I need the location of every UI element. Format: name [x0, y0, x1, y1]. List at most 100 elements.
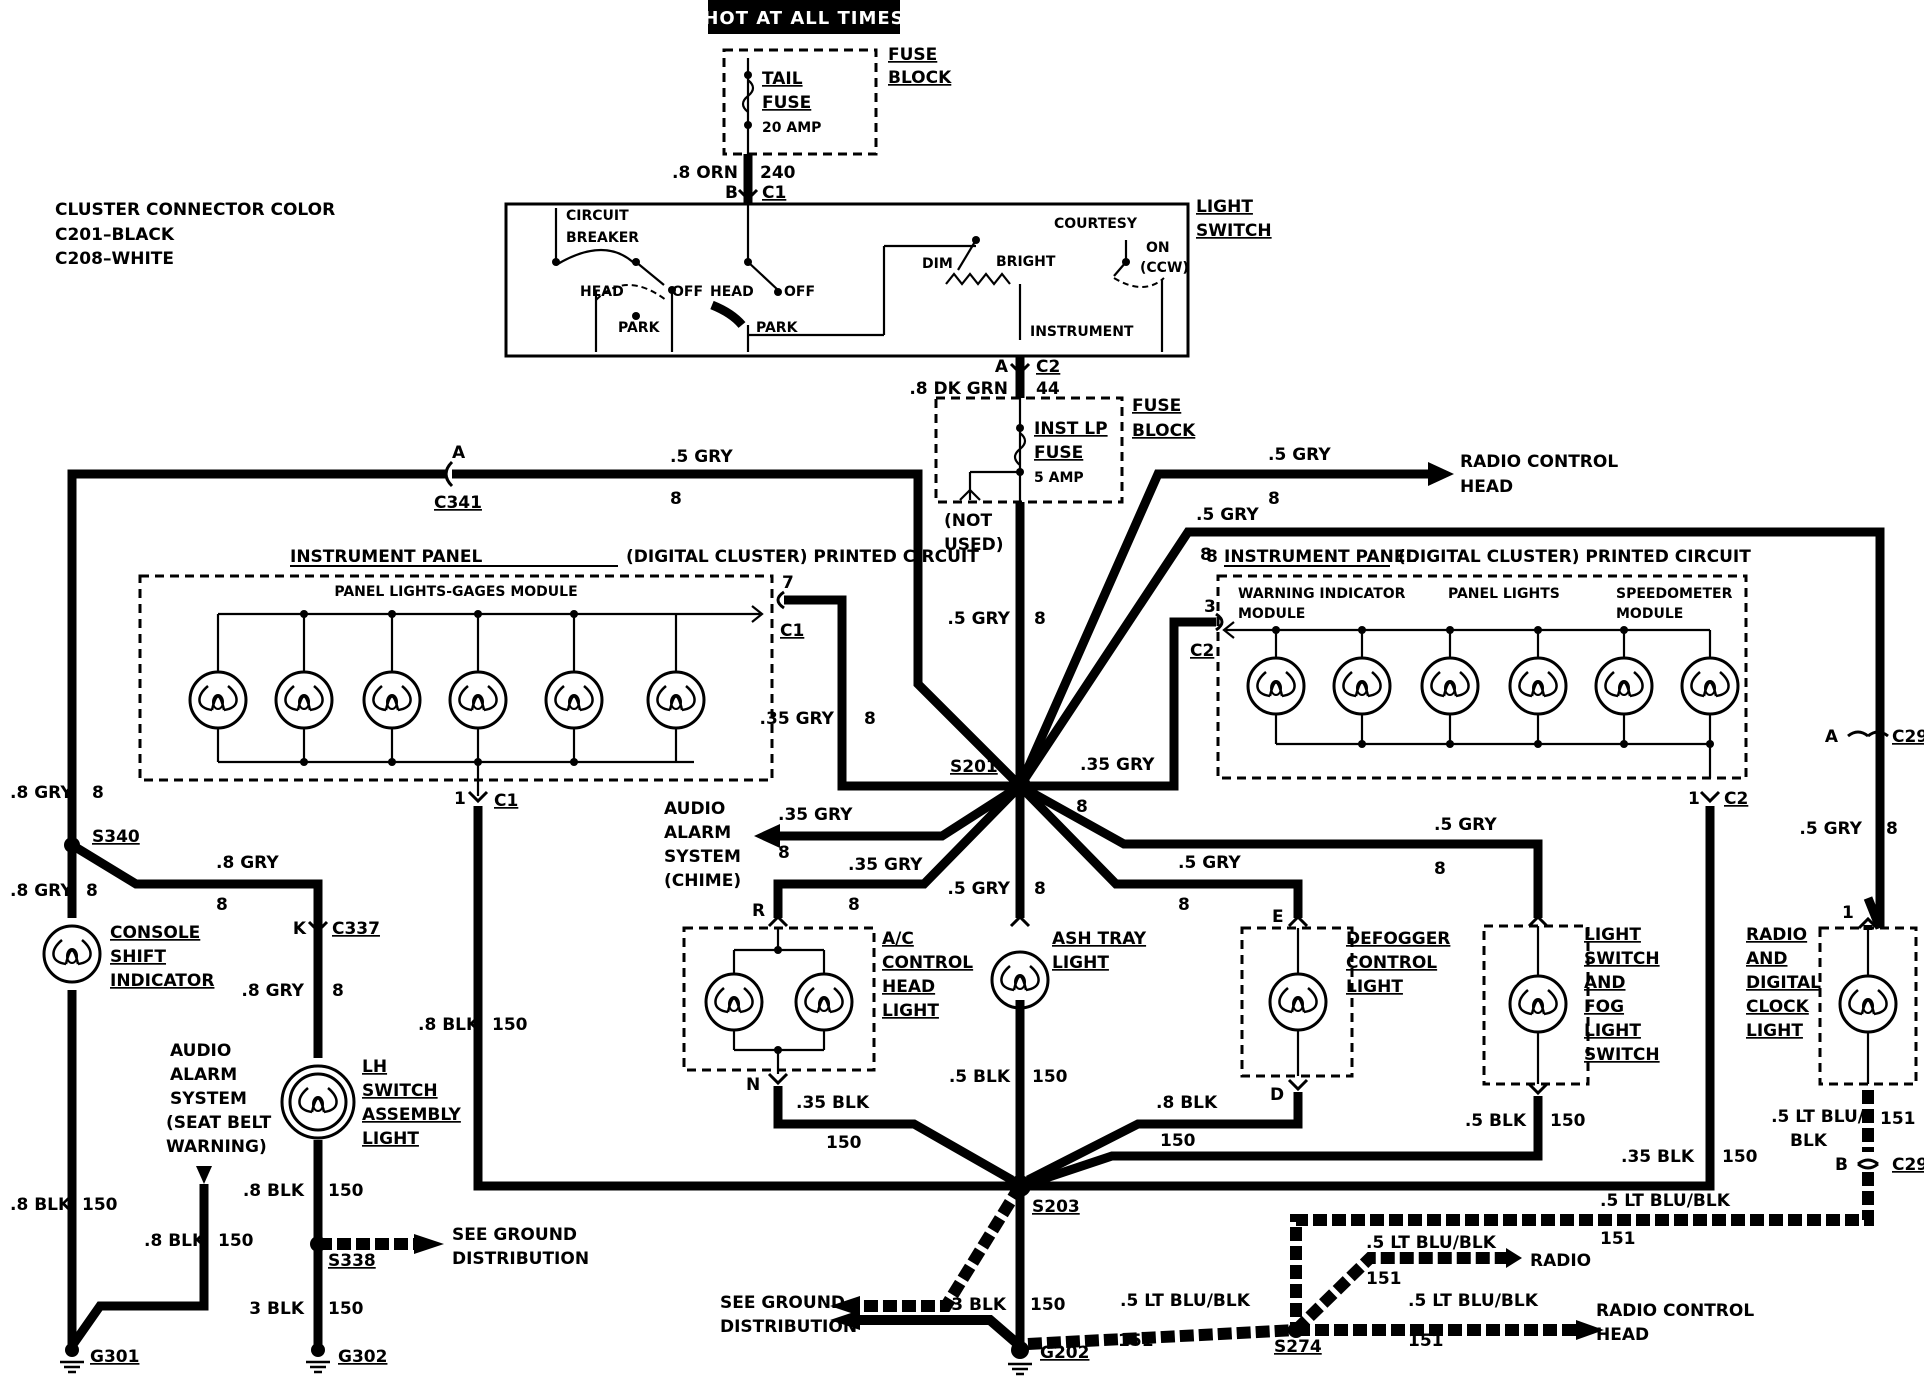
svg-text:BLK: BLK [1790, 1131, 1828, 1151]
svg-text:CONSOLE: CONSOLE [110, 923, 200, 943]
svg-text:SEE GROUND: SEE GROUND [720, 1293, 845, 1313]
g301-ground: G301 [58, 1343, 139, 1374]
svg-text:150: 150 [1550, 1111, 1586, 1131]
svg-text:.5 GRY: .5 GRY [1196, 505, 1259, 525]
svg-text:.8 BLK: .8 BLK [418, 1015, 480, 1035]
svg-text:LIGHT: LIGHT [1052, 953, 1109, 973]
svg-text:C295: C295 [1892, 1155, 1924, 1175]
svg-text:LIGHT: LIGHT [1346, 977, 1403, 997]
svg-text:SWITCH: SWITCH [362, 1081, 438, 1101]
svg-text:RADIO CONTROL: RADIO CONTROL [1460, 452, 1618, 472]
svg-text:INSTRUMENT: INSTRUMENT [1030, 324, 1134, 340]
svg-text:150: 150 [1160, 1131, 1196, 1151]
gray-circuit-wires [67, 469, 1885, 925]
svg-text:C341: C341 [434, 493, 482, 513]
svg-text:COURTESY: COURTESY [1054, 216, 1138, 232]
svg-text:150: 150 [218, 1231, 254, 1251]
s201-splice [1009, 775, 1031, 797]
chime-arrow [754, 824, 780, 848]
svg-text:3 BLK: 3 BLK [249, 1299, 305, 1319]
svg-text:C2: C2 [1724, 789, 1748, 809]
left-gray-wires [67, 841, 323, 1058]
svg-text:R: R [752, 901, 765, 921]
svg-text:150: 150 [82, 1195, 118, 1215]
svg-text:.8 GRY: .8 GRY [241, 981, 304, 1001]
g202-wires [860, 1182, 1026, 1350]
svg-text:AND: AND [1584, 973, 1626, 993]
svg-text:PARK: PARK [618, 320, 661, 336]
svg-text:AUDIO: AUDIO [664, 799, 725, 819]
svg-text:SHIFT: SHIFT [110, 947, 166, 967]
svg-text:8: 8 [1034, 879, 1046, 899]
svg-text:8: 8 [670, 489, 682, 509]
radio-digital-clock-light: RADIO AND DIGITAL CLOCK LIGHT [1746, 925, 1918, 1086]
svg-text:FUSE: FUSE [1034, 443, 1083, 463]
cluster-connector-note: CLUSTER CONNECTOR COLOR C201–BLACK C208–… [55, 200, 335, 269]
radio-control-head-arrow [1428, 462, 1454, 486]
svg-text:S274: S274 [1274, 1337, 1322, 1357]
svg-text:.35 BLK: .35 BLK [1621, 1147, 1695, 1167]
svg-text:RADIO CONTROL: RADIO CONTROL [1596, 1301, 1754, 1321]
console-shift-indicator: CONSOLE SHIFT INDICATOR [42, 923, 214, 991]
hot-at-all-times-label: HOT AT ALL TIMES [703, 0, 904, 34]
svg-text:8: 8 [1076, 797, 1088, 817]
svg-text:.8 DK GRN: .8 DK GRN [909, 379, 1008, 399]
svg-text:WARNING INDICATOR: WARNING INDICATOR [1238, 586, 1406, 602]
svg-text:.5 LT BLU/BLK: .5 LT BLU/BLK [1366, 1233, 1497, 1253]
svg-text:USED): USED) [944, 535, 1004, 555]
svg-text:BREAKER: BREAKER [566, 230, 639, 246]
svg-text:LIGHT: LIGHT [1746, 1021, 1803, 1041]
svg-text:151: 151 [1366, 1269, 1402, 1289]
svg-text:.8 ORN: .8 ORN [672, 163, 738, 183]
svg-text:CONTROL: CONTROL [882, 953, 973, 973]
svg-text:S338: S338 [328, 1251, 376, 1271]
g302-ground: G302 [304, 1343, 387, 1374]
svg-text:150: 150 [1030, 1295, 1066, 1315]
right-cluster-bulbs [1246, 626, 1740, 748]
svg-text:240: 240 [760, 163, 796, 183]
svg-text:.35 GRY: .35 GRY [760, 709, 835, 729]
svg-text:DISTRIBUTION: DISTRIBUTION [720, 1317, 857, 1337]
svg-text:LH: LH [362, 1057, 387, 1077]
svg-text:A: A [452, 443, 466, 463]
svg-text:FUSE: FUSE [888, 45, 937, 65]
svg-text:D: D [1270, 1085, 1284, 1105]
svg-text:.5 GRY: .5 GRY [947, 879, 1010, 899]
svg-text:.5 BLK: .5 BLK [1465, 1111, 1527, 1131]
svg-text:INSTRUMENT PANEL: INSTRUMENT PANEL [1224, 547, 1416, 567]
svg-text:.5 LT BLU/BLK: .5 LT BLU/BLK [1408, 1291, 1539, 1311]
svg-text:S201: S201 [950, 757, 998, 777]
svg-text:HEAD: HEAD [710, 284, 754, 300]
svg-text:5 AMP: 5 AMP [1034, 470, 1084, 486]
svg-text:A: A [1825, 727, 1839, 747]
svg-text:8: 8 [86, 881, 98, 901]
svg-text:HEAD: HEAD [580, 284, 624, 300]
svg-text:.5 LT BLU/BLK: .5 LT BLU/BLK [1600, 1191, 1731, 1211]
svg-text:AND: AND [1746, 949, 1788, 969]
svg-text:E: E [1272, 907, 1284, 927]
svg-text:8: 8 [1200, 545, 1212, 565]
svg-text:(DIGITAL CLUSTER) PRINTED CIRC: (DIGITAL CLUSTER) PRINTED CIRCUIT [626, 547, 979, 567]
svg-text:7: 7 [782, 573, 794, 593]
lt-blu-blk-wires [1027, 1090, 1874, 1350]
svg-text:AUDIO: AUDIO [170, 1041, 231, 1061]
svg-text:OFF: OFF [672, 284, 703, 300]
svg-text:1: 1 [1688, 789, 1700, 809]
svg-text:.8 GRY: .8 GRY [10, 881, 73, 901]
svg-text:C295: C295 [1892, 727, 1924, 747]
svg-text:(CHIME): (CHIME) [664, 871, 741, 891]
svg-text:.5 BLK: .5 BLK [949, 1067, 1011, 1087]
svg-text:LIGHT: LIGHT [1584, 1021, 1641, 1041]
svg-text:.8 BLK: .8 BLK [144, 1231, 206, 1251]
svg-text:ASH TRAY: ASH TRAY [1052, 929, 1147, 949]
svg-text:ASSEMBLY: ASSEMBLY [362, 1105, 462, 1125]
svg-text:PANEL LIGHTS-GAGES MODULE: PANEL LIGHTS-GAGES MODULE [334, 584, 577, 600]
svg-text:1: 1 [454, 789, 466, 809]
svg-text:(DIGITAL CLUSTER) PRINTED CIRC: (DIGITAL CLUSTER) PRINTED CIRCUIT [1398, 547, 1751, 567]
svg-text:8: 8 [864, 709, 876, 729]
left-ground-wires [67, 990, 414, 1349]
svg-text:INSTRUMENT PANEL: INSTRUMENT PANEL [290, 547, 482, 567]
svg-text:K: K [293, 919, 307, 939]
svg-text:TAIL: TAIL [762, 69, 803, 89]
